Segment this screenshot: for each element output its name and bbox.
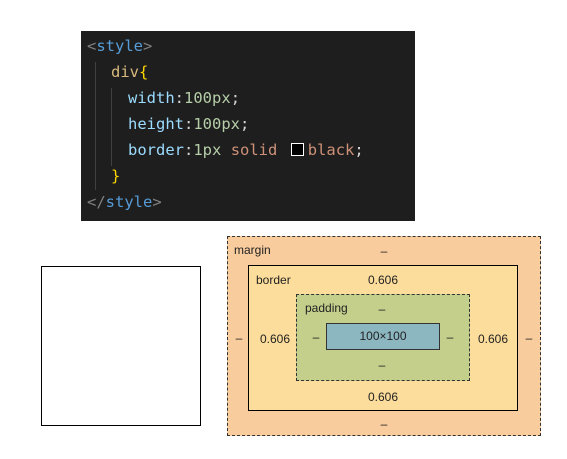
border-right-value[interactable]: 0.606 (477, 332, 509, 346)
close-tag-name: style (105, 193, 153, 211)
box-model-margin[interactable]: margin – – – – border 0.606 0.606 0.606 … (227, 236, 541, 436)
border-width-value: 1px (193, 141, 222, 159)
height-value: 100px (193, 115, 241, 133)
padding-left-value[interactable]: – (312, 330, 320, 344)
box-model-border[interactable]: border 0.606 0.606 0.606 0.606 padding –… (248, 265, 518, 411)
margin-right-value[interactable]: – (525, 331, 533, 345)
code-line-border: border:1px solid black; (128, 137, 364, 163)
box-model-content[interactable]: 100×100 (326, 323, 440, 350)
code-line-close-style: </style> (87, 189, 162, 215)
color-swatch-icon[interactable] (290, 143, 304, 156)
open-tag-name: style (96, 37, 144, 55)
padding-right-value[interactable]: – (446, 330, 454, 344)
indent-guide-inner (111, 88, 112, 166)
semicolon: ; (230, 89, 241, 107)
close-tag-end: > (152, 193, 162, 211)
colon: : (184, 115, 194, 133)
box-model-padding[interactable]: padding – – – – 100×100 (296, 294, 470, 381)
padding-top-value[interactable]: – (378, 302, 386, 316)
margin-bottom-value[interactable]: – (380, 417, 388, 431)
close-brace: } (111, 167, 121, 185)
colon: : (184, 141, 194, 159)
code-line-height: height:100px; (128, 111, 249, 137)
border-bottom-value[interactable]: 0.606 (367, 390, 399, 404)
open-tag-close: > (143, 37, 153, 55)
width-value: 100px (184, 89, 231, 107)
margin-label: margin (234, 243, 271, 257)
colon: : (174, 89, 185, 107)
semicolon: ; (240, 115, 250, 133)
indent-guide-outer (95, 62, 96, 190)
open-brace: { (139, 63, 149, 81)
code-line-close-brace: } (111, 163, 120, 189)
close-tag-bracket: </ (87, 193, 106, 211)
padding-label: padding (305, 301, 348, 315)
margin-top-value[interactable]: – (380, 244, 388, 258)
open-tag-bracket: < (87, 37, 97, 55)
height-property: height (128, 115, 184, 133)
code-line-selector: div{ (111, 59, 148, 85)
rendered-div-preview (41, 266, 201, 426)
code-line-width: width:100px; (128, 85, 240, 111)
border-property: border (128, 141, 184, 159)
padding-bottom-value[interactable]: – (378, 358, 386, 372)
border-top-value[interactable]: 0.606 (367, 273, 399, 287)
border-style-value: solid (230, 141, 278, 159)
semicolon: ; (354, 141, 364, 159)
border-color-value: black (307, 141, 355, 159)
code-line-open-style: <style> (87, 33, 152, 59)
css-selector: div (111, 63, 139, 81)
width-property: width (128, 89, 175, 107)
code-editor: <style> div{ width:100px; height:100px; … (81, 31, 415, 221)
margin-left-value[interactable]: – (235, 331, 243, 345)
border-label: border (256, 273, 291, 287)
border-left-value[interactable]: 0.606 (259, 332, 291, 346)
